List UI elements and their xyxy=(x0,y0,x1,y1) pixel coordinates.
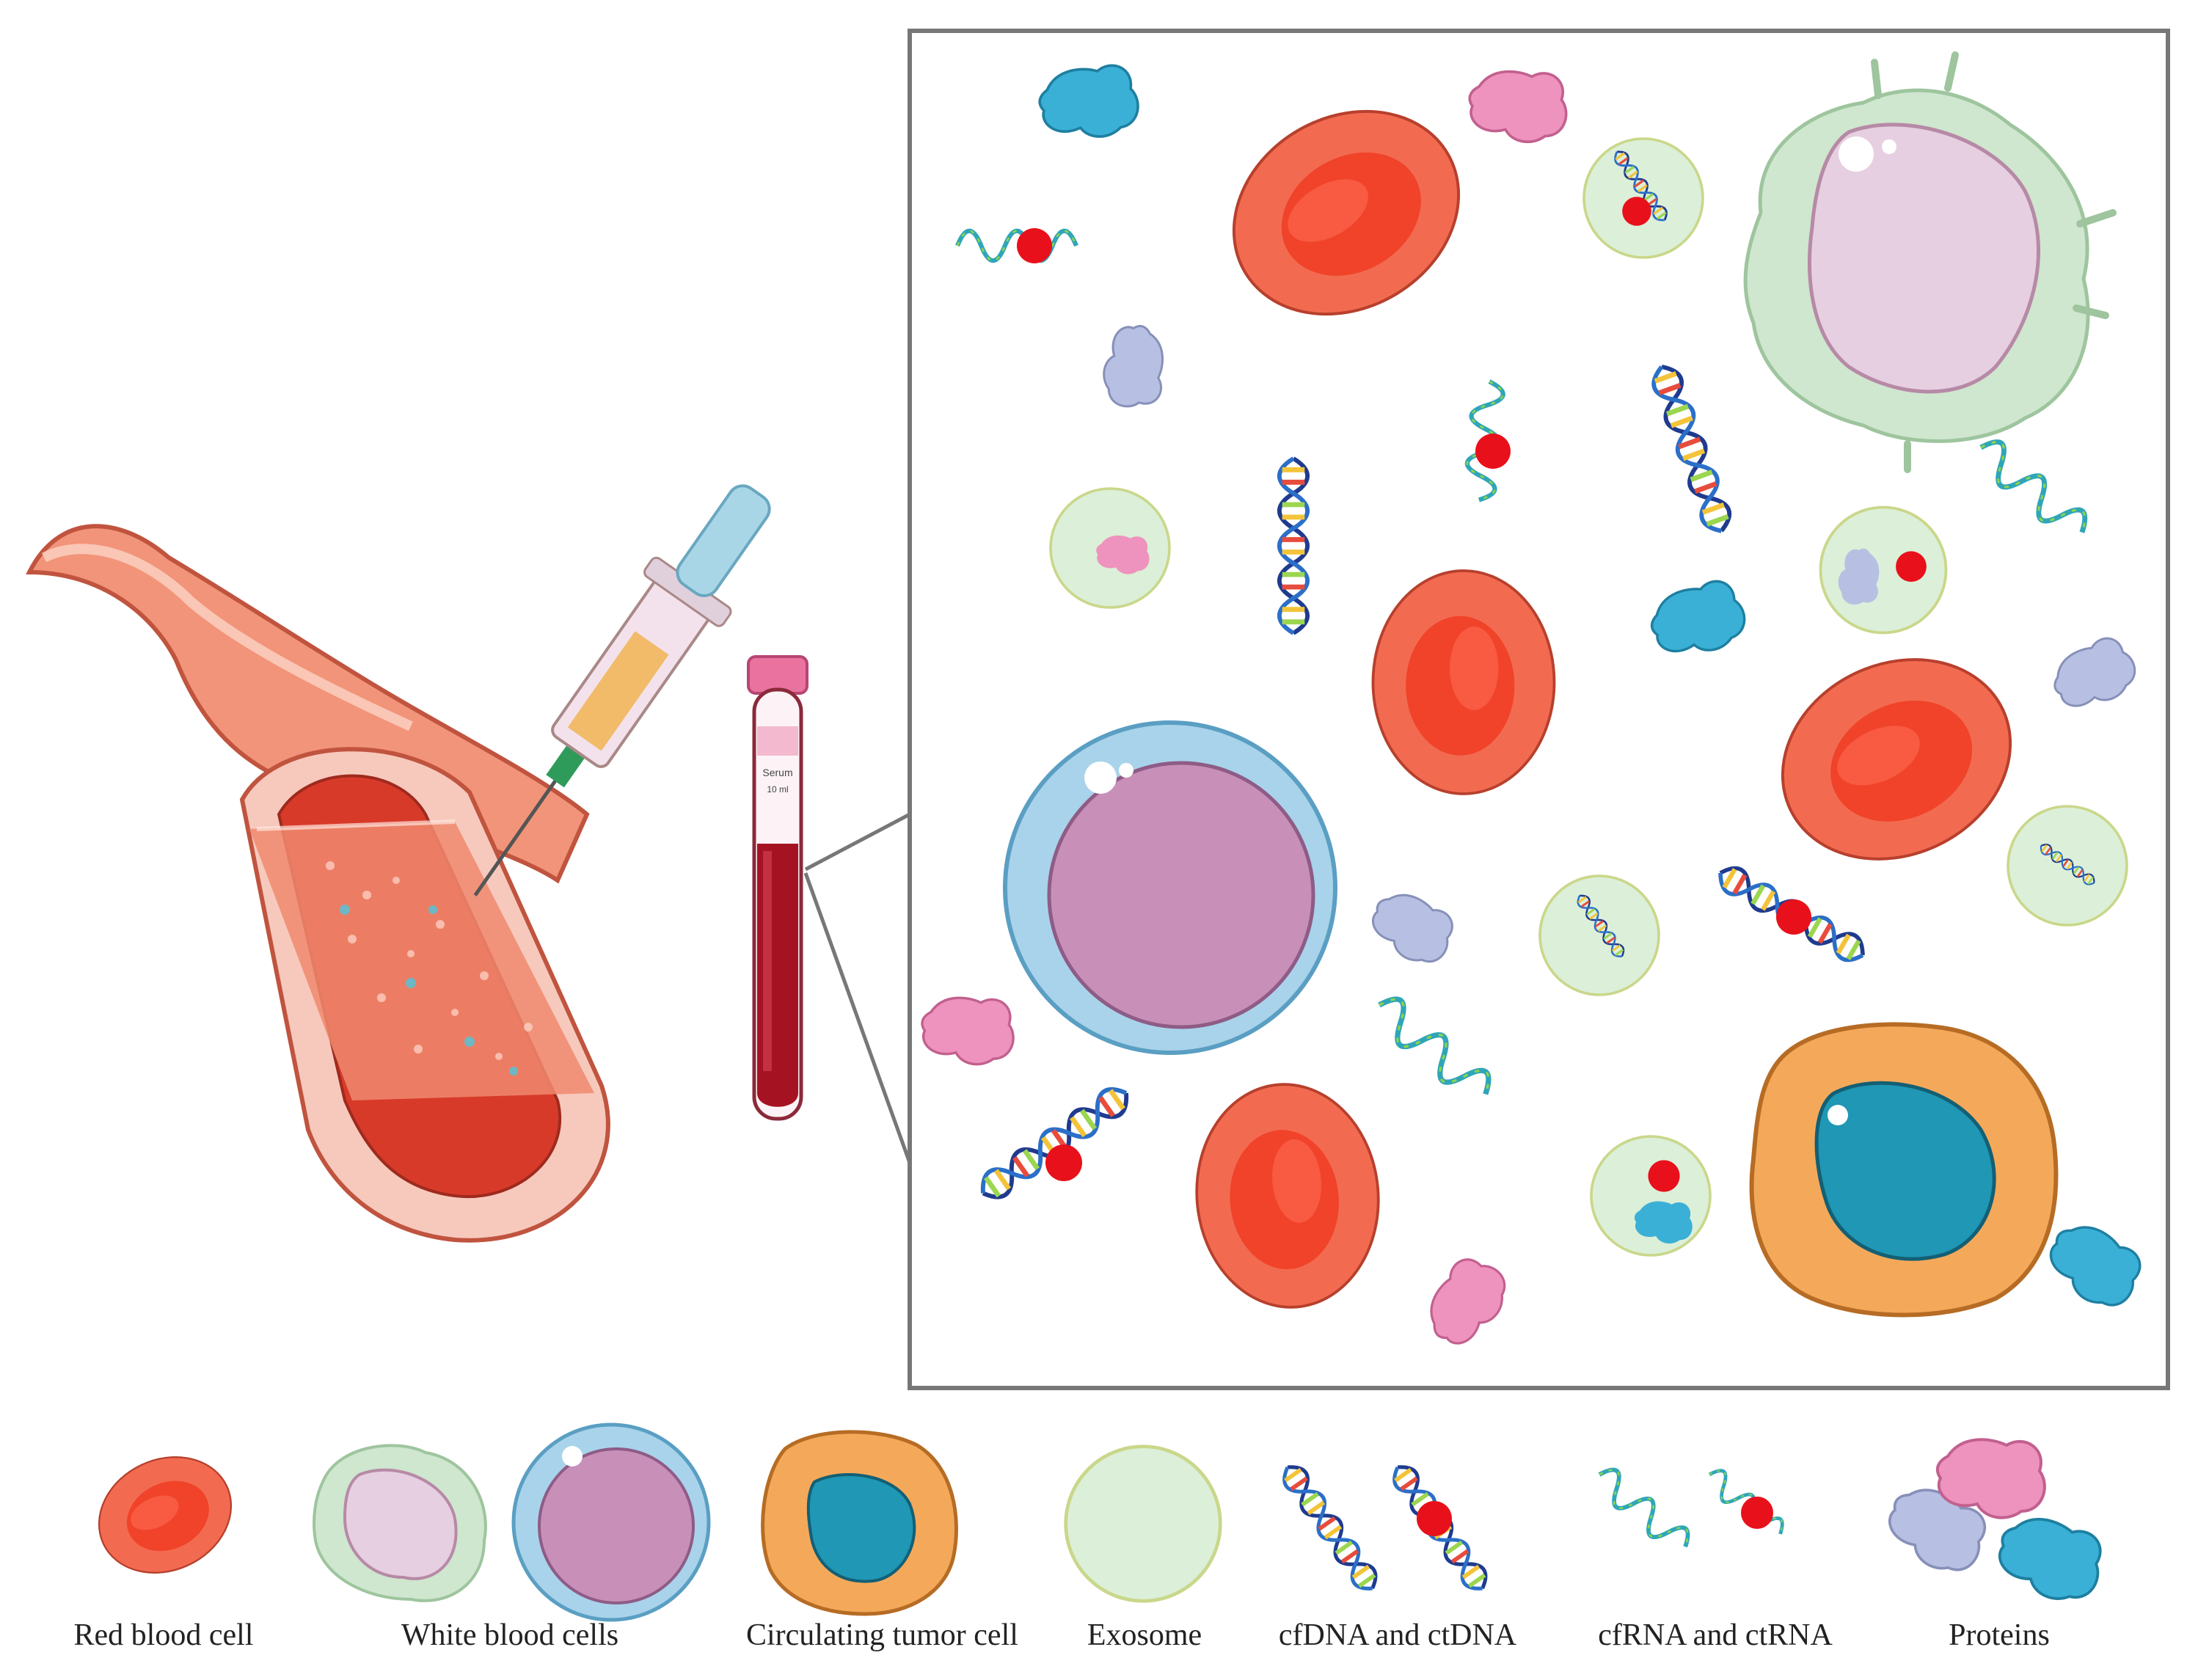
plasma-zoom-panel xyxy=(908,29,2170,1390)
exosome xyxy=(2007,805,2128,927)
exosome xyxy=(1819,505,1948,635)
exosome xyxy=(1582,137,1704,259)
exosome xyxy=(1049,487,1171,609)
circulating-tumor-cell xyxy=(1749,1022,2059,1318)
legend-label-cfrna-ctrna: cfRNA and ctRNA xyxy=(1598,1618,1833,1652)
exosome xyxy=(1590,1135,1712,1257)
blood-vessel xyxy=(26,524,610,1243)
mutation-marker xyxy=(1475,434,1511,469)
svg-text:Serum: Serum xyxy=(762,767,792,778)
mutation-marker xyxy=(1017,228,1052,263)
legend-label-white-blood-cells: White blood cells xyxy=(401,1618,619,1652)
mutation-marker xyxy=(1776,899,1811,935)
legend-label-circulating-tumor-cell: Circulating tumor cell xyxy=(746,1618,1018,1652)
mutation-marker xyxy=(1045,1144,1082,1181)
white-blood-cell-lymphocyte xyxy=(1003,720,1337,1055)
syringe xyxy=(473,484,771,896)
legend-label-proteins: Proteins xyxy=(1949,1618,2050,1652)
legend-label-cfdna-ctdna: cfDNA and ctDNA xyxy=(1278,1618,1517,1652)
exosome xyxy=(1538,874,1660,996)
red-blood-cell xyxy=(1371,569,1556,795)
legend-proteins-icon xyxy=(1876,1438,2110,1610)
legend-label-red-blood-cell: Red blood cell xyxy=(73,1618,254,1652)
legend-white-blood-cells-icon xyxy=(313,1422,711,1622)
svg-text:10 ml: 10 ml xyxy=(767,784,788,795)
legend-exosome-icon xyxy=(1066,1447,1221,1602)
legend-cfrna-ctrna-icon xyxy=(1591,1464,1788,1557)
legend xyxy=(79,1422,2110,1622)
legend-circulating-tumor-cell-icon xyxy=(761,1430,958,1616)
white-blood-cell-granulocyte xyxy=(1743,51,2117,473)
zoom-lines xyxy=(803,812,912,1164)
blood-collection-tube: Serum 10 ml xyxy=(747,655,808,1121)
legend-label-exosome: Exosome xyxy=(1087,1618,1202,1652)
legend-red-blood-cell-icon xyxy=(79,1435,252,1595)
legend-cfdna-ctdna-icon xyxy=(1278,1461,1492,1596)
